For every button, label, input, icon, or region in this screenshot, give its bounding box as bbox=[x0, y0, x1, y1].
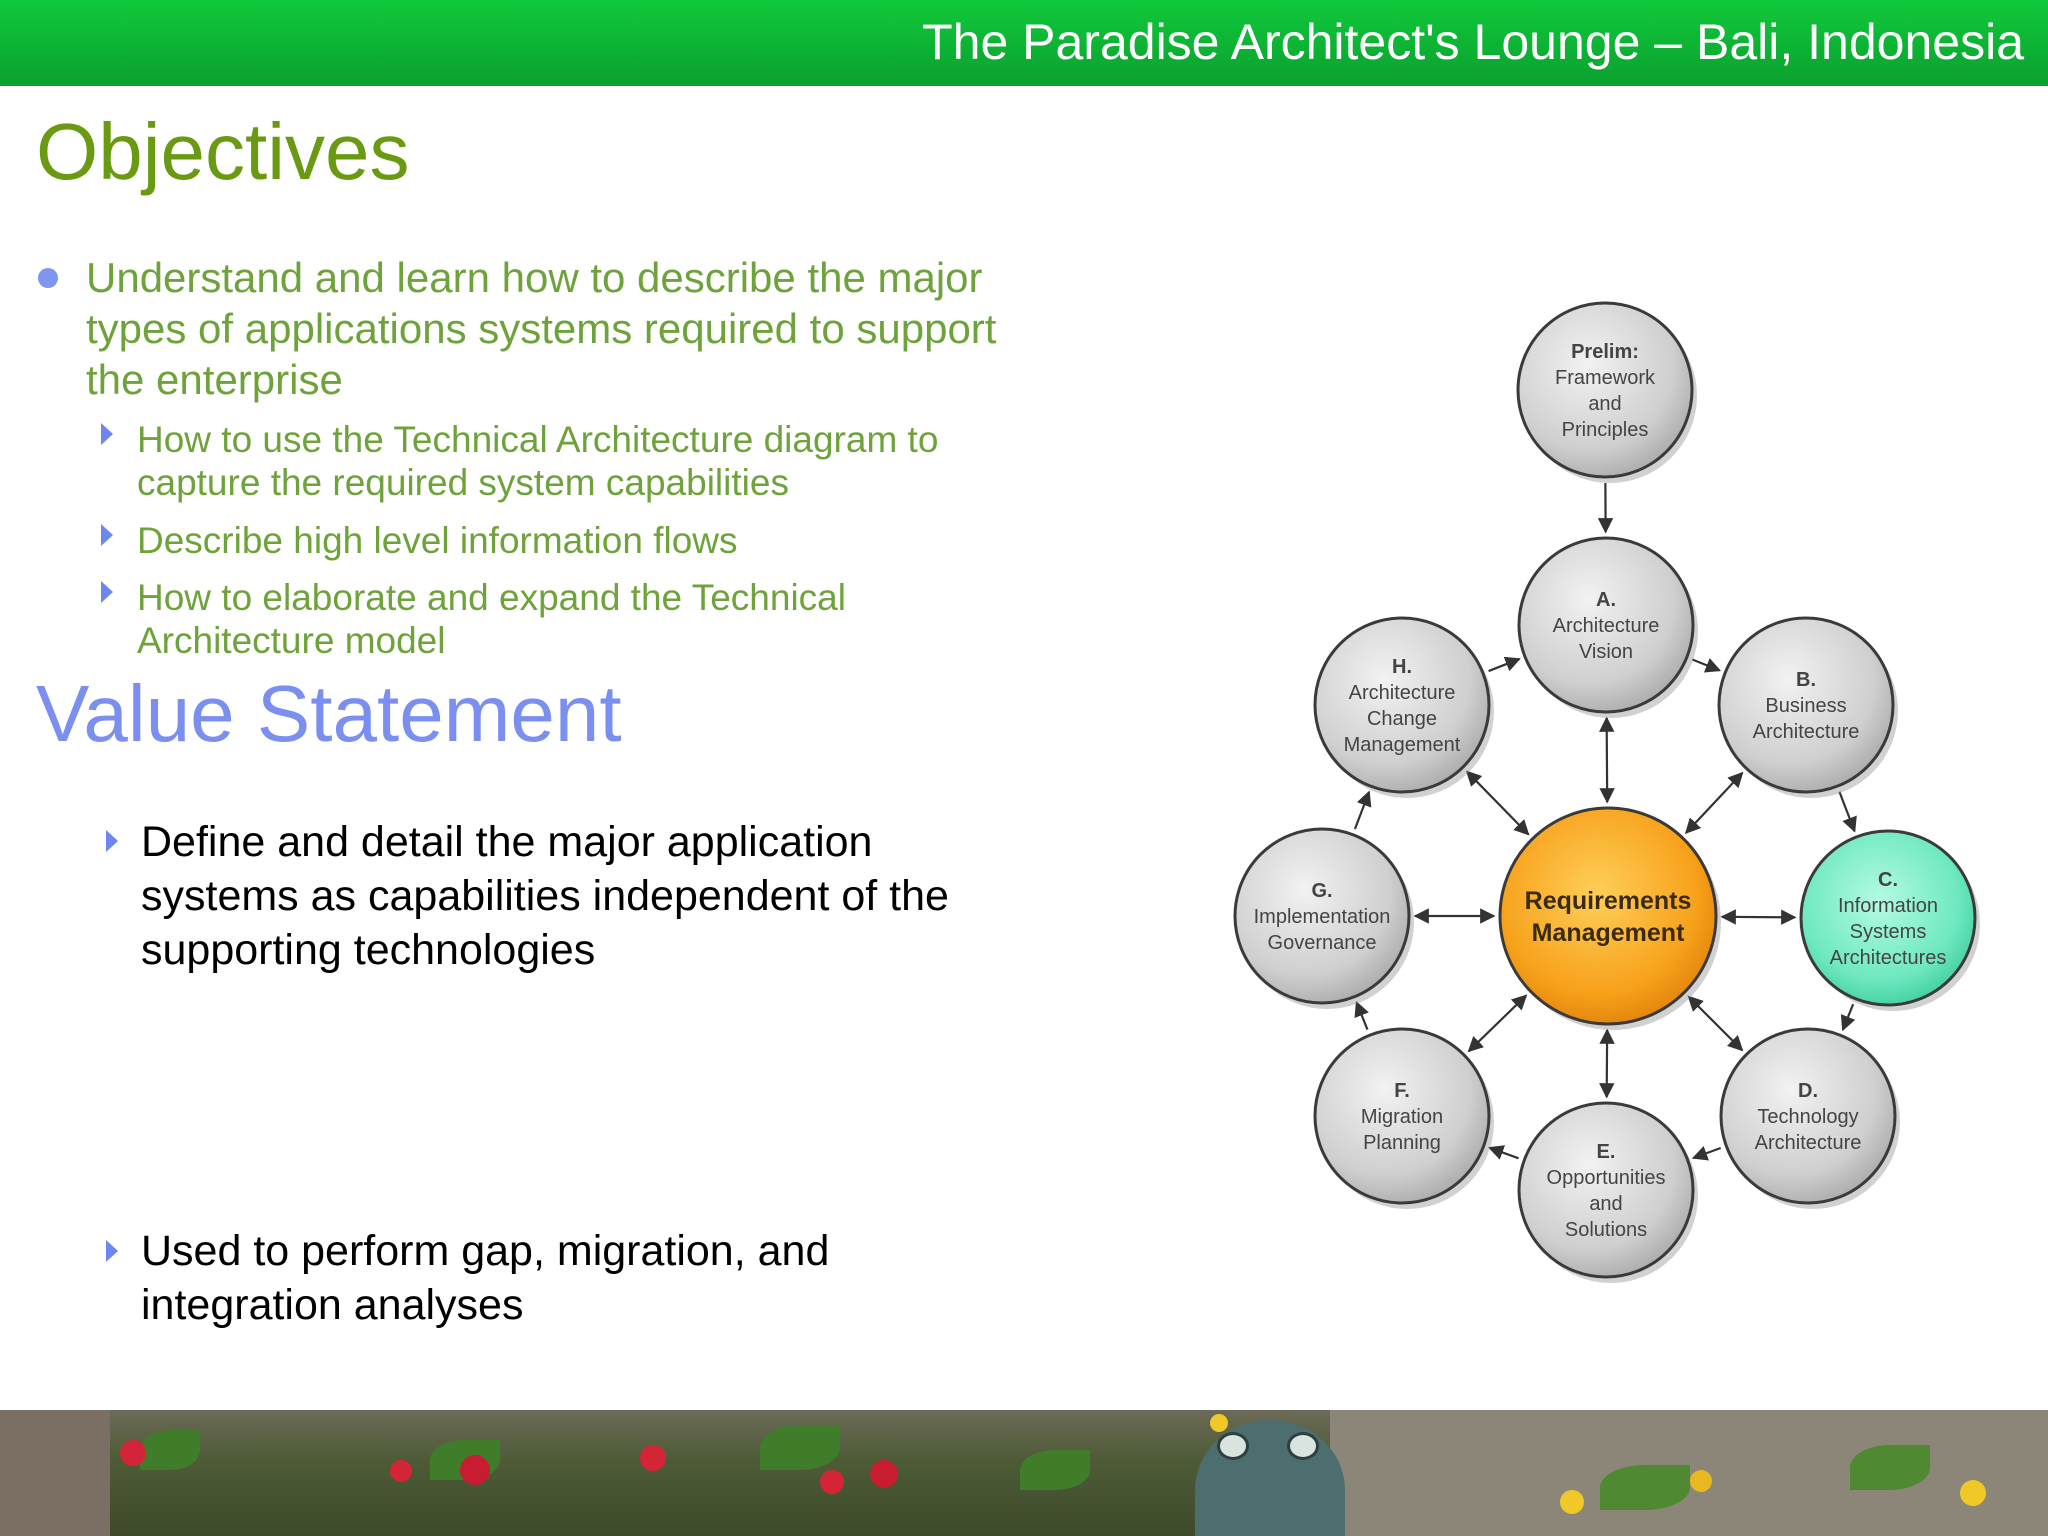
node-label: Governance bbox=[1268, 932, 1377, 954]
node-label: Management bbox=[1344, 734, 1461, 756]
bullet-dot-icon bbox=[38, 268, 58, 288]
value-statement-heading: Value Statement bbox=[36, 669, 622, 758]
arrow-center-h bbox=[1465, 770, 1530, 836]
node-title: Prelim: bbox=[1571, 341, 1639, 363]
node-title: C. bbox=[1878, 869, 1898, 891]
node-label: Vision bbox=[1579, 641, 1633, 663]
arrow-h-to-a bbox=[1488, 656, 1521, 673]
objective-sub-bullet-3: How to elaborate and expand the Technica… bbox=[137, 577, 846, 661]
node-title: G. bbox=[1311, 880, 1332, 902]
objective-sub-bullet-1: How to use the Technical Architecture di… bbox=[137, 419, 939, 503]
node-label: Planning bbox=[1363, 1132, 1441, 1154]
triangle-bullet-icon bbox=[101, 581, 113, 603]
diagram-arrows bbox=[1353, 482, 1857, 1161]
objective-sub-bullet-2: Describe high level information flows bbox=[137, 520, 738, 561]
node-label: Change bbox=[1367, 708, 1437, 730]
node-label: Migration bbox=[1361, 1106, 1443, 1128]
frog-statue bbox=[1195, 1420, 1345, 1536]
node-label: Management bbox=[1532, 919, 1685, 947]
node-label: and bbox=[1589, 1193, 1622, 1215]
objectives-heading: Objectives bbox=[36, 107, 410, 196]
node-label: Business bbox=[1765, 695, 1846, 717]
node-label: Requirements bbox=[1525, 887, 1692, 915]
objective-main-bullet: Understand and learn how to describe the… bbox=[86, 254, 997, 403]
arrow-center-b bbox=[1684, 771, 1744, 834]
value-bullet-1: Define and detail the major application … bbox=[141, 818, 949, 974]
node-label: Systems bbox=[1850, 921, 1927, 943]
node-label: Architecture bbox=[1349, 682, 1456, 704]
triangle-bullet-icon bbox=[101, 423, 113, 445]
arrow-f-to-g bbox=[1354, 1000, 1369, 1031]
node-title: E. bbox=[1597, 1141, 1616, 1163]
arrow-center-d bbox=[1687, 995, 1744, 1052]
arrow-b-to-c bbox=[1838, 791, 1857, 833]
value-bullet-2: Used to perform gap, migration, and inte… bbox=[141, 1227, 830, 1329]
arrow-center-c bbox=[1720, 909, 1797, 925]
header-banner: The Paradise Architect's Lounge – Bali, … bbox=[0, 0, 2048, 86]
arrow-d-to-e bbox=[1691, 1146, 1722, 1161]
node-label: Architectures bbox=[1830, 947, 1947, 969]
node-label: Information bbox=[1838, 895, 1938, 917]
slide-header-title: The Paradise Architect's Lounge – Bali, … bbox=[922, 14, 2024, 70]
arrow-c-to-d bbox=[1840, 1003, 1856, 1032]
node-label: Architecture bbox=[1755, 1132, 1862, 1154]
arrow-g-to-h bbox=[1353, 790, 1372, 830]
triangle-bullet-icon bbox=[106, 830, 118, 852]
diagram-nodes: RequirementsManagementPrelim:Frameworkan… bbox=[1233, 301, 1980, 1283]
node-title: H. bbox=[1392, 656, 1412, 678]
arrow-e-to-f bbox=[1487, 1145, 1519, 1160]
node-title: F. bbox=[1394, 1080, 1410, 1102]
arrow-center-a bbox=[1599, 716, 1615, 804]
node-label: Implementation bbox=[1254, 906, 1391, 928]
triangle-bullet-icon bbox=[101, 524, 113, 546]
arrow-a-to-b bbox=[1691, 658, 1722, 673]
node-title: B. bbox=[1796, 669, 1816, 691]
node-label: Solutions bbox=[1565, 1219, 1647, 1241]
footer-photo bbox=[0, 1410, 2048, 1536]
node-title: D. bbox=[1798, 1080, 1818, 1102]
node-label: and bbox=[1588, 393, 1621, 415]
node-label: Principles bbox=[1562, 419, 1649, 441]
node-label: Technology bbox=[1757, 1106, 1858, 1128]
node-label: Architecture bbox=[1753, 721, 1860, 743]
node-title: A. bbox=[1596, 589, 1616, 611]
node-label: Framework bbox=[1555, 367, 1656, 389]
triangle-bullet-icon bbox=[106, 1240, 118, 1262]
adm-cycle-diagram: RequirementsManagementPrelim:Frameworkan… bbox=[1233, 301, 1980, 1283]
arrow-center-f bbox=[1467, 994, 1528, 1053]
node-label: Opportunities bbox=[1547, 1167, 1666, 1189]
node-label: Architecture bbox=[1553, 615, 1660, 637]
